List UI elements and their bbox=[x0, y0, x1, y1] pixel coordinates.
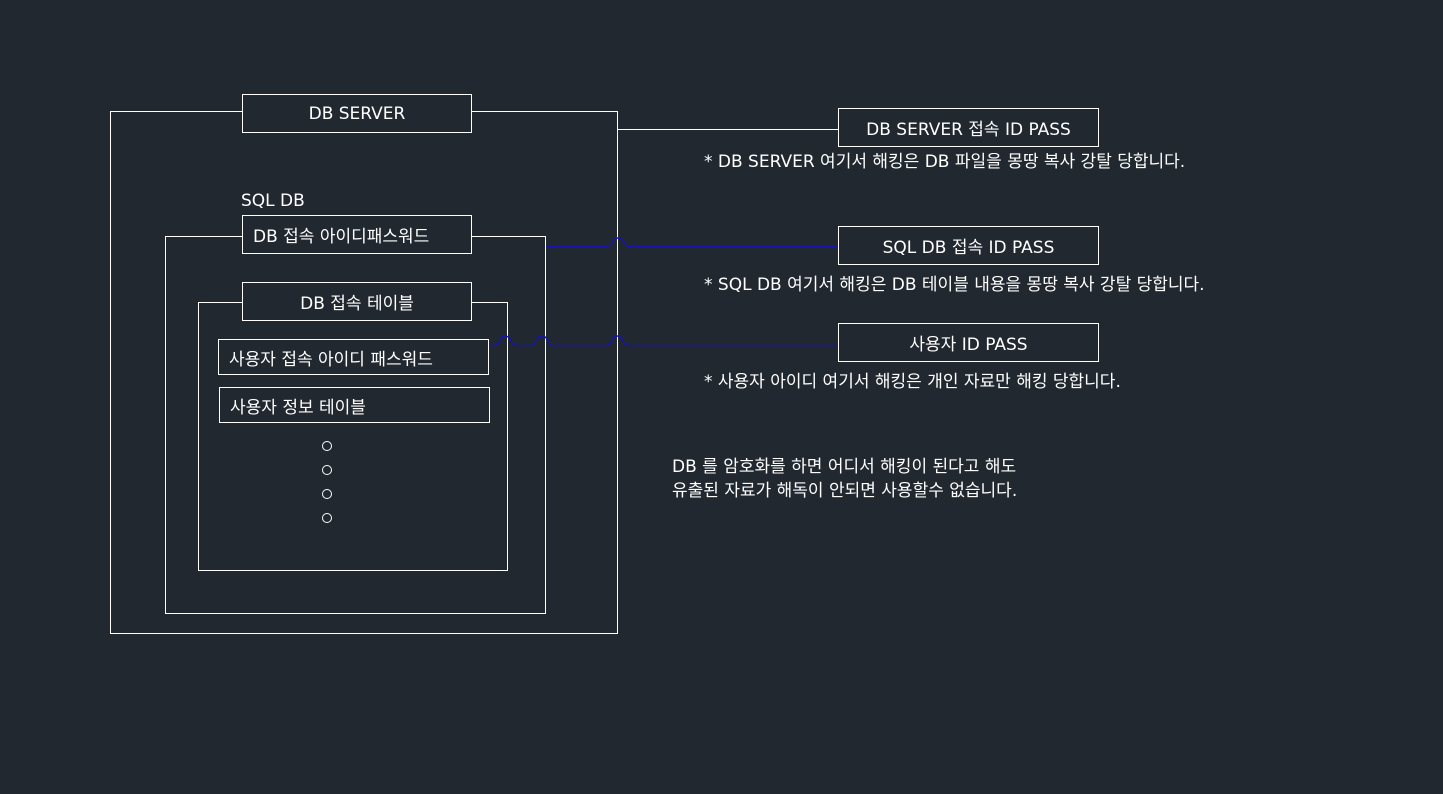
user-access-row-label: 사용자 접속 아이디 패스워드 bbox=[229, 349, 433, 370]
db-server-label: DB SERVER bbox=[308, 103, 406, 124]
dot bbox=[322, 513, 332, 523]
table-label-box: DB 접속 테이블 bbox=[242, 282, 472, 321]
callout-server-box: DB SERVER 접속 ID PASS bbox=[838, 108, 1099, 147]
dot bbox=[322, 441, 332, 451]
callout-user-box: 사용자 ID PASS bbox=[838, 323, 1099, 362]
dot bbox=[322, 465, 332, 475]
connector-user bbox=[490, 335, 838, 347]
summary-line-1: DB 를 암호화를 하면 어디서 해킹이 된다고 해도 bbox=[672, 457, 1017, 477]
callout-sql-db-note: * SQL DB 여기서 해킹은 DB 테이블 내용을 몽땅 복사 강탈 당합니… bbox=[704, 275, 1205, 295]
callout-user-label: 사용자 ID PASS bbox=[909, 335, 1028, 355]
user-access-row: 사용자 접속 아이디 패스워드 bbox=[218, 339, 489, 375]
connector-sql-db bbox=[546, 237, 838, 248]
sql-db-label: DB 접속 아이디패스워드 bbox=[253, 227, 430, 247]
callout-server-label: DB SERVER 접속 ID PASS bbox=[866, 120, 1071, 140]
callout-server-note: * DB SERVER 여기서 해킹은 DB 파일을 몽땅 복사 강탈 당합니다… bbox=[704, 152, 1186, 172]
callout-sql-db-box: SQL DB 접속 ID PASS bbox=[838, 226, 1099, 265]
sql-db-title: SQL DB bbox=[241, 191, 305, 211]
dot bbox=[322, 489, 332, 499]
ellipsis-dots bbox=[322, 441, 334, 537]
callout-user-note: * 사용자 아이디 여기서 해킹은 개인 자료만 해킹 당합니다. bbox=[704, 372, 1121, 392]
user-info-row: 사용자 정보 테이블 bbox=[219, 387, 490, 423]
user-info-row-label: 사용자 정보 테이블 bbox=[230, 397, 366, 418]
table-label: DB 접속 테이블 bbox=[300, 294, 414, 314]
summary-line-2: 유출된 자료가 해독이 안되면 사용할수 없습니다. bbox=[672, 481, 1018, 501]
sql-db-label-box: DB 접속 아이디패스워드 bbox=[242, 215, 472, 254]
db-server-label-box: DB SERVER bbox=[242, 94, 472, 133]
callout-sql-db-label: SQL DB 접속 ID PASS bbox=[882, 238, 1055, 258]
